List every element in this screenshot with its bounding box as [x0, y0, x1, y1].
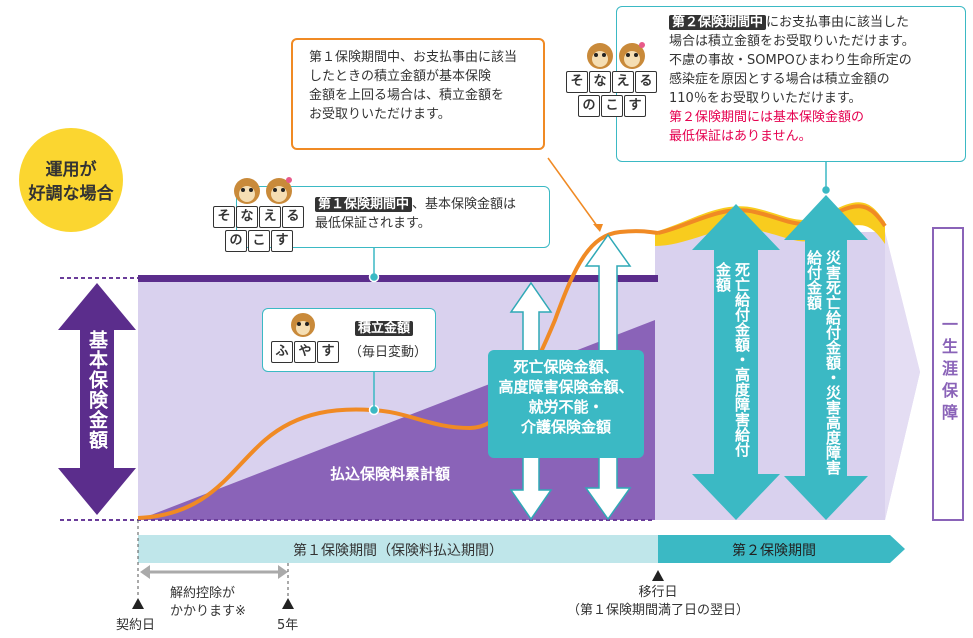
period2-label: 第２保険期間: [732, 543, 816, 559]
arrow-text-1: 死亡給付金額・高度障害給付金額: [714, 262, 751, 457]
future-arrow-tip: [885, 232, 920, 520]
transition-line1: 移行日: [638, 585, 678, 600]
lifetime-box: [932, 227, 964, 521]
bubble-text: 運用が 好調な場合: [19, 158, 123, 206]
yellow-bubble: [19, 128, 123, 232]
base-amount-arrow: [58, 283, 136, 515]
callout-orange-line3: 金額を上回る場合は、積立金額を: [309, 88, 505, 103]
callout-orange: 第１保険期間中、お支払事由に該当 したときの積立金額が基本保険 金額を上回る場合…: [291, 38, 545, 150]
tag-ko: こ: [601, 95, 623, 117]
tag-su: す: [271, 230, 293, 252]
callout-tr-red1: 第２保険期間には基本保険金額の: [669, 110, 865, 125]
character-group-top: そなえる のこす: [566, 40, 658, 117]
five-year-label: 5年: [277, 618, 299, 633]
tag-fu: ふ: [271, 341, 293, 363]
tag-ru: る: [635, 71, 657, 93]
five-year-marker: [282, 598, 294, 609]
premium-label: 払込保険料累計額: [330, 465, 451, 483]
connector-orange-head: [593, 224, 603, 232]
callout-top-right: 第２保険期間中にお支払事由に該当した 場合は積立金額をお受取りいただけます。 不…: [616, 6, 966, 162]
callout-tr-line1: にお支払事由に該当した: [766, 15, 910, 30]
tag-e: え: [259, 206, 281, 228]
teal-arrow-2: [784, 195, 868, 520]
callout-mid-line2: 最低保証されます。: [315, 216, 431, 231]
callout-fuyasu: ふやす 積立金額 （毎日変動）: [262, 308, 436, 372]
transition-label: 移行日 （第１保険期間満了日の翌日）: [558, 584, 758, 620]
bubble-line1: 運用が: [45, 160, 97, 180]
tsumitate-sub: （毎日変動）: [349, 345, 428, 360]
callout-mid-line1: 、基本保険金額は: [412, 197, 517, 212]
tag-ko: こ: [248, 230, 270, 252]
teal-arrow-1: [692, 204, 780, 520]
surrender-note: 解約控除が かかります※: [170, 585, 246, 621]
tag-su2: す: [317, 341, 339, 363]
character-group-mid: そなえる のこす: [213, 175, 305, 252]
tag-na: な: [589, 71, 611, 93]
death-benefit-box: 死亡保険金額、 高度障害保険金額、 就労不能・ 介護保険金額: [488, 350, 644, 458]
base-amount-label: 基本保険金額: [86, 330, 108, 450]
tsumitate-curve: [137, 229, 659, 520]
teal-arrow-1-text: 死亡給付金額・高度障害給付金額: [713, 262, 759, 462]
callout-orange-line4: お受取りいただけます。: [309, 107, 451, 122]
tag-e: え: [612, 71, 634, 93]
tag-ya: や: [294, 341, 316, 363]
connector-orange: [547, 157, 601, 231]
tag-no: の: [225, 230, 247, 252]
surrender-line2: かかります※: [170, 604, 246, 619]
contract-day-label: 契約日: [116, 618, 156, 633]
bubble-line2: 好調な場合: [28, 184, 114, 204]
death-line1: 死亡保険金額、: [513, 358, 619, 376]
teal-arrow-2-text: 災害死亡給付金額・災害高度障害給付金額: [804, 250, 848, 476]
callout-tr-line5: 110％をお受取りいただけます。: [669, 91, 862, 106]
period2-tag: 第２保険期間中: [669, 15, 767, 30]
arrow-text-2: 災害死亡給付金額・災害高度障害給付金額: [805, 250, 842, 475]
tag-na: な: [236, 206, 258, 228]
callout-tr-line2: 場合は積立金額をお受取りいただけます。: [669, 34, 915, 49]
callout-tr-red2: 最低保証はありません。: [669, 129, 812, 144]
squirrel-mascots-icon: [234, 177, 292, 204]
squirrel-mascot-icon: [291, 313, 315, 337]
tag-ru: る: [282, 206, 304, 228]
tag-so: そ: [566, 71, 588, 93]
tsumitate-tag: 積立金額: [355, 321, 414, 336]
callout-orange-line2: したときの積立金額が基本保険: [309, 69, 492, 84]
base-amount-line: [138, 275, 658, 282]
callout-tr-line3: 不慮の事故・SOMPOひまわり生命所定の: [669, 53, 912, 68]
contract-marker: [132, 598, 144, 609]
tag-su: す: [624, 95, 646, 117]
period2-bar: [658, 535, 905, 563]
squirrel-mascots-icon: [587, 42, 645, 69]
surrender-line1: 解約控除が: [170, 586, 236, 601]
death-line2: 高度障害保険金額、: [498, 378, 634, 396]
period1-tag: 第１保険期間中: [315, 197, 413, 212]
death-line3: 就労不能・: [528, 398, 604, 416]
callout-orange-line1: 第１保険期間中、お支払事由に該当: [309, 50, 518, 65]
tag-so: そ: [213, 206, 235, 228]
transition-line2: （第１保険期間満了日の翌日）: [566, 603, 749, 618]
callout-tr-line4: 感染症を原因とする場合は積立金額の: [669, 72, 890, 87]
tag-no: の: [578, 95, 600, 117]
period1-bar: [138, 535, 658, 563]
transition-marker: [652, 570, 664, 581]
period1-label: 第１保険期間（保険料払込期間）: [293, 543, 503, 559]
tsumitate-curve-p2: [657, 204, 887, 235]
lifetime-label: 一生涯保障: [939, 316, 958, 426]
surrender-arrow-right: [278, 565, 288, 579]
death-line4: 介護保険金額: [520, 418, 611, 436]
surrender-arrow-left: [140, 565, 150, 579]
